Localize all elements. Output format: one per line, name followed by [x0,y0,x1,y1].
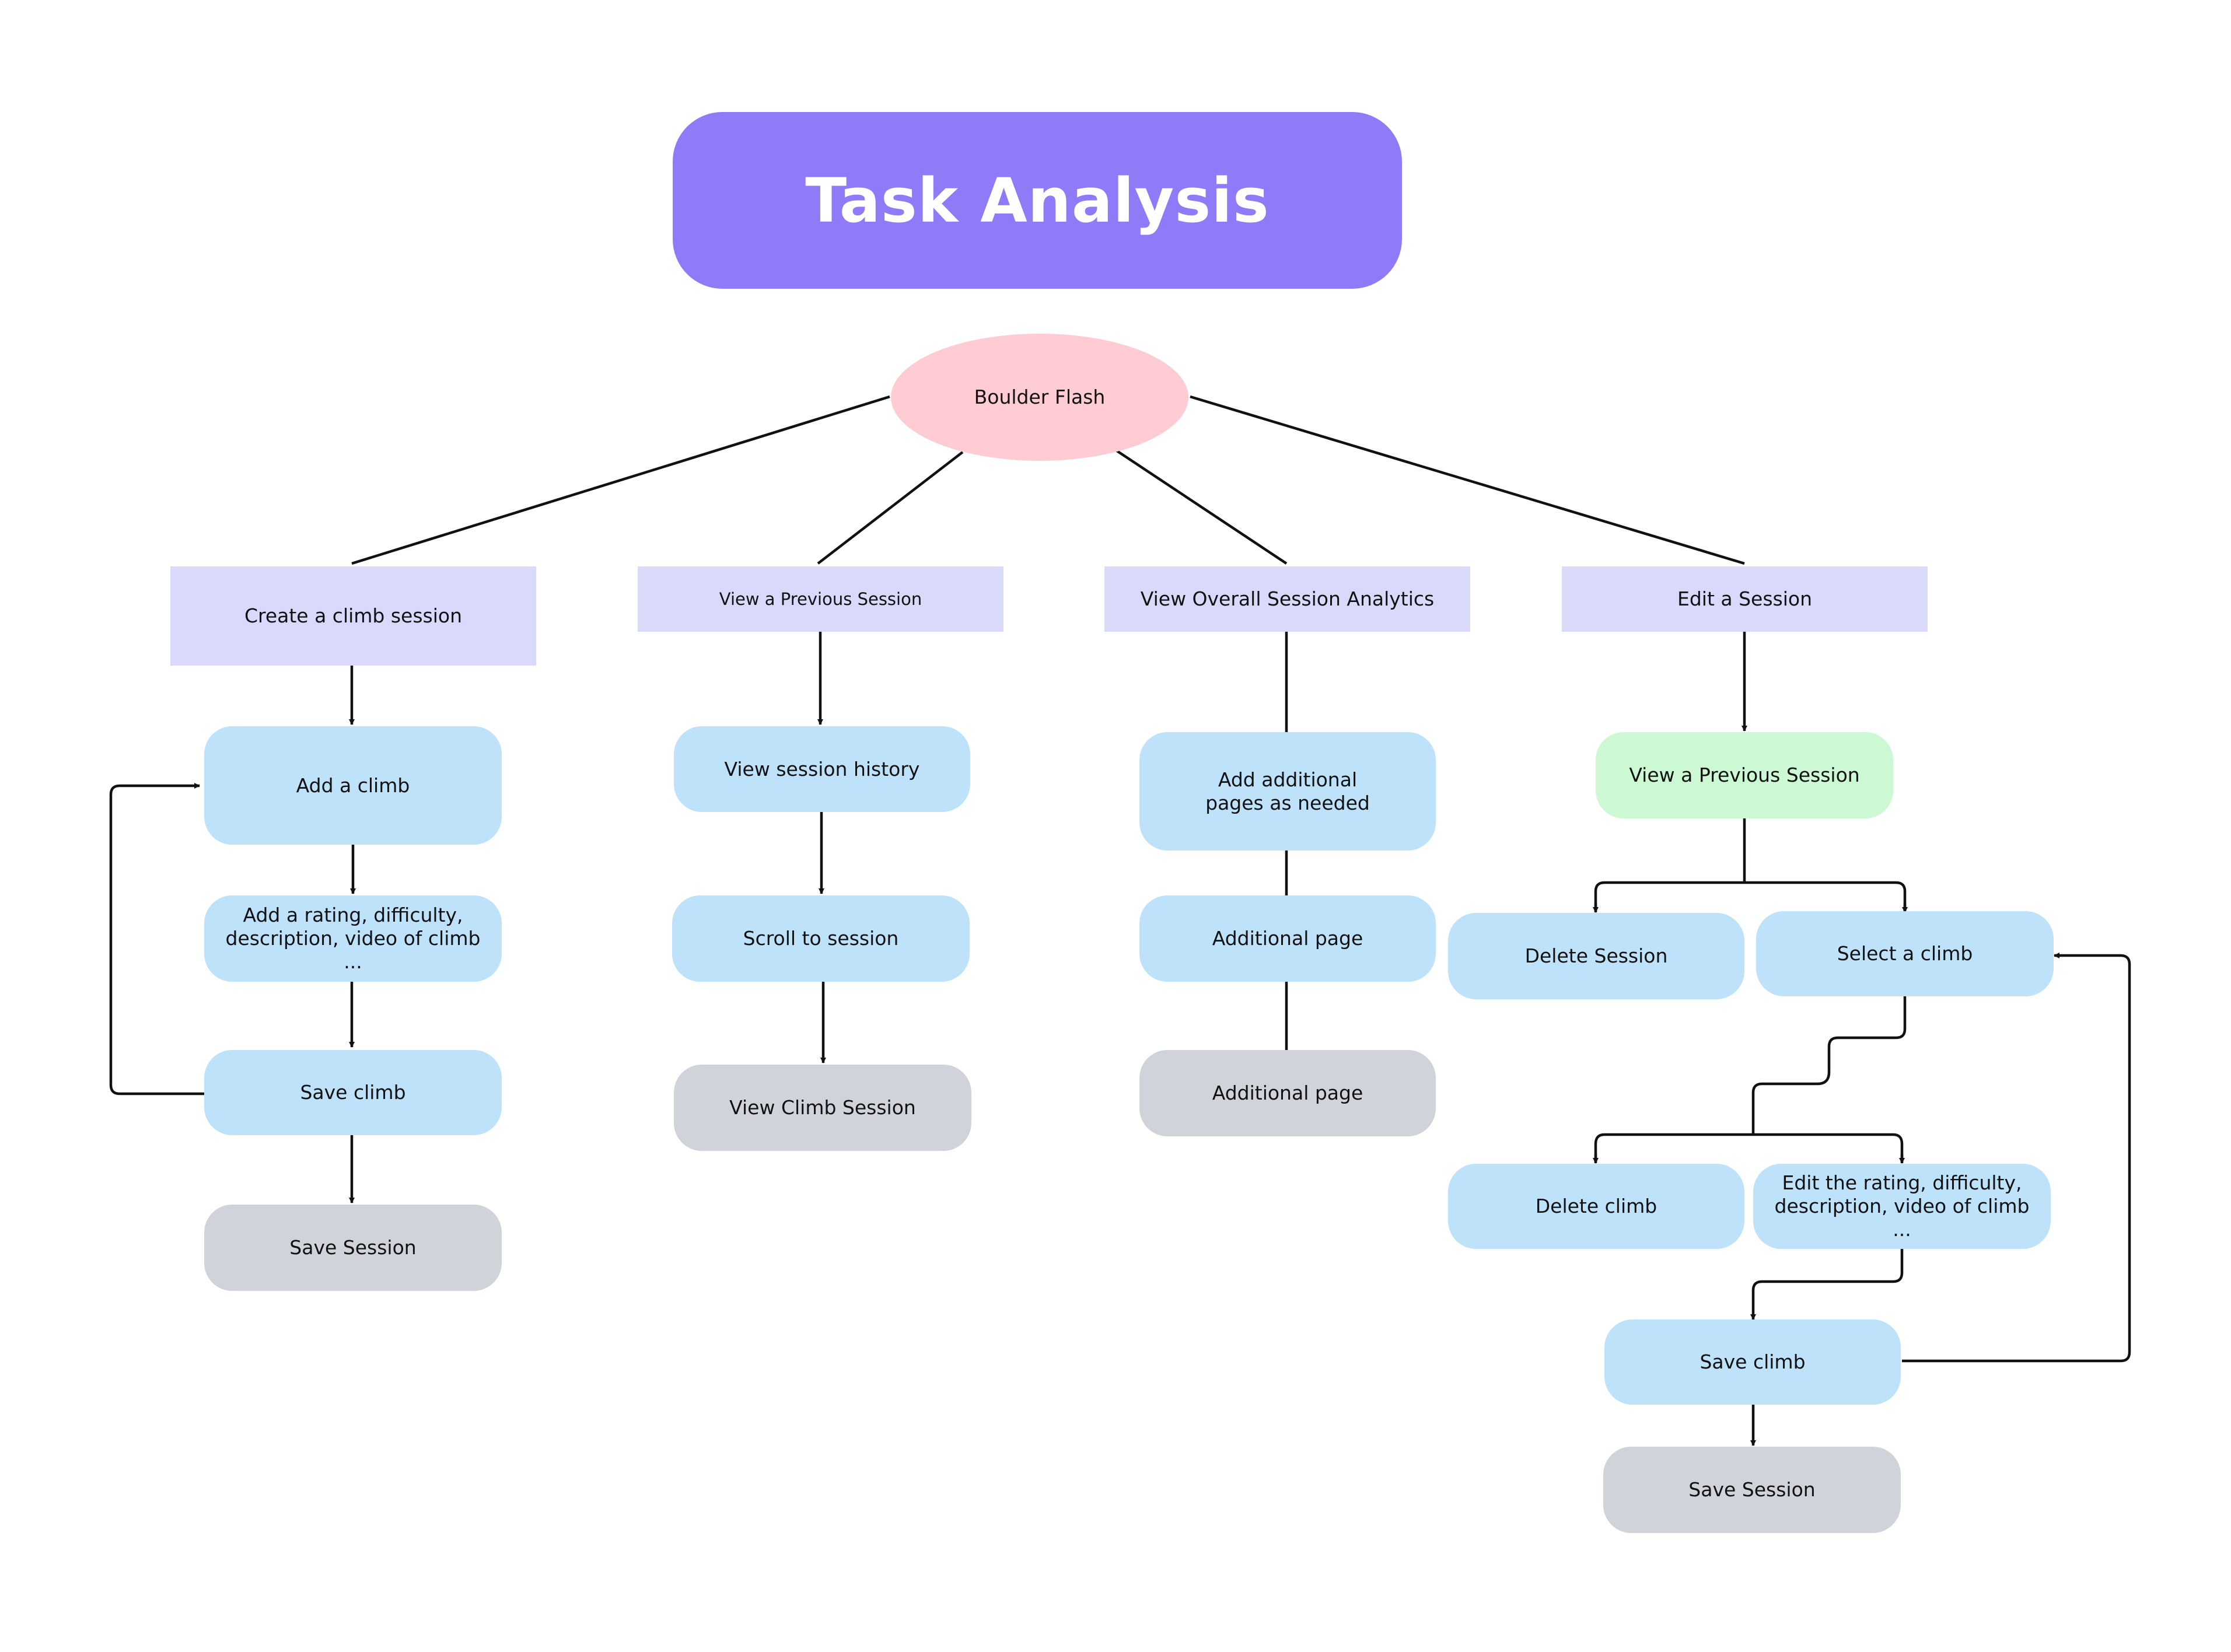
category-view-session-analytics: View Overall Session Analytics [1104,566,1470,632]
edge-root-analytics [1113,448,1288,565]
step-save-climb: Save climb [204,1050,502,1135]
step-edit-save-session: Save Session [1603,1447,1901,1533]
category-create-climb-session: Create a climb session [170,566,536,666]
step-select-climb: Select a climb [1756,911,2054,996]
edge-loop-save-add [109,783,204,1096]
step-add-climb: Add a climb [204,726,502,845]
step-edit-rating: Edit the rating, difficulty, description… [1753,1164,2051,1249]
step-delete-session: Delete Session [1448,913,1744,999]
step-save-session: Save Session [204,1205,502,1291]
page-title: Task Analysis [673,112,1402,289]
step-additional-page-1: Additional page [1139,895,1436,982]
edge-root-view [817,451,964,565]
edge-loop-save-select [1902,953,2131,1363]
category-edit-session: Edit a Session [1562,566,1928,632]
edge-root-edit [1190,395,1745,565]
edge-edit-save [1750,1248,1904,1320]
step-edit-save-climb: Save climb [1604,1320,1901,1405]
step-edit-view-previous-session: View a Previous Session [1596,732,1893,818]
step-view-climb-session: View Climb Session [674,1065,971,1151]
edge-root-create [351,395,890,565]
step-delete-climb: Delete climb [1448,1164,1744,1249]
root-node: Boulder Flash [891,334,1188,461]
step-additional-page-2: Additional page [1139,1050,1436,1136]
step-add-additional-pages: Add additional pages as needed [1139,732,1436,850]
edge-view-split [1594,818,1907,911]
category-view-previous-session: View a Previous Session [638,566,1003,632]
step-view-session-history: View session history [674,726,970,812]
step-add-rating: Add a rating, difficulty, description, v… [204,895,502,982]
step-scroll-to-session: Scroll to session [672,895,970,982]
edge-select-split [1594,996,1907,1162]
